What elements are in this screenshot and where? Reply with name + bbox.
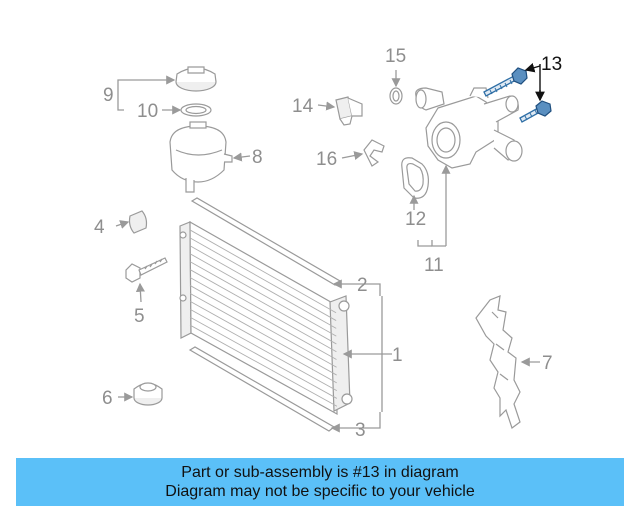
info-banner: Part or sub-assembly is #13 in diagram D… xyxy=(16,458,624,506)
callout-10: 10 xyxy=(137,101,158,122)
retaining-clip-part xyxy=(363,139,385,167)
radiator-fin-line xyxy=(189,229,337,314)
parts-diagram: 1 2 3 4 5 6 7 8 9 10 11 12 13 14 15 16 xyxy=(94,46,562,441)
temp-sensor-part xyxy=(335,96,363,126)
coolant-reservoir-part xyxy=(169,121,233,193)
radiator-fin-line xyxy=(189,308,338,392)
leader-lines xyxy=(115,62,545,433)
callout-4: 4 xyxy=(94,217,105,238)
radiator-fin-line xyxy=(189,292,337,376)
radiator-part xyxy=(179,197,353,432)
o-ring-part xyxy=(389,87,403,105)
radiator-fin-line xyxy=(189,324,338,407)
callout-14: 14 xyxy=(292,96,314,117)
banner-line-disclaimer: Diagram may not be specific to your vehi… xyxy=(165,483,475,500)
callout-labels: 1 2 3 4 5 6 7 8 9 10 11 12 13 14 15 16 xyxy=(94,46,562,441)
radiator-fin-line xyxy=(189,316,338,399)
callout-9: 9 xyxy=(103,85,114,106)
callout-1: 1 xyxy=(392,345,403,366)
thermostat-housing-part xyxy=(415,87,523,169)
callout-15: 15 xyxy=(385,46,406,67)
callout-12: 12 xyxy=(405,209,426,230)
callout-7: 7 xyxy=(542,353,553,374)
radiator-fin-line xyxy=(189,245,337,329)
grommet-part xyxy=(133,382,163,406)
callout-13: 13 xyxy=(541,54,562,75)
radiator-fin-line xyxy=(189,253,337,337)
callout-2: 2 xyxy=(357,275,368,296)
reservoir-cap-part xyxy=(175,66,217,92)
radiator-fin-line xyxy=(189,277,337,360)
radiator-fin-line xyxy=(189,285,337,368)
radiator-fin-line xyxy=(189,269,337,353)
banner-line-part-number: Part or sub-assembly is #13 in diagram xyxy=(181,464,459,481)
radiator-fin-line xyxy=(189,237,337,321)
callout-6: 6 xyxy=(102,388,113,409)
callout-11: 11 xyxy=(424,255,444,276)
radiator-fin-line xyxy=(189,261,337,345)
callout-5: 5 xyxy=(134,306,145,327)
bolt-5-part xyxy=(125,257,168,283)
housing-gasket-part xyxy=(401,157,429,199)
air-guide-part xyxy=(475,295,521,429)
bolt-13-part xyxy=(483,67,552,123)
callout-3: 3 xyxy=(355,420,366,441)
radiator-fin-line xyxy=(189,300,337,384)
mount-bracket-part xyxy=(128,210,148,234)
callout-8: 8 xyxy=(252,147,263,168)
callout-16: 16 xyxy=(316,149,337,170)
cap-seal-part xyxy=(180,103,212,117)
